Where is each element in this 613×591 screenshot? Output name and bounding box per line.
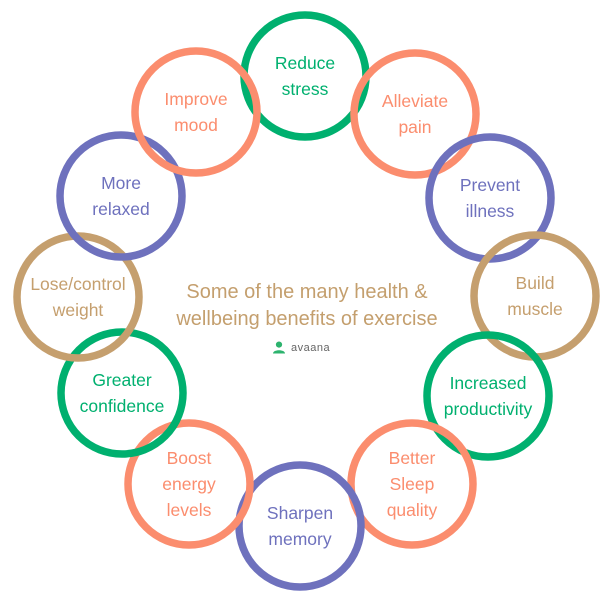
benefit-circle-alleviate-pain (350, 49, 480, 179)
benefit-circle-increased-productivity (423, 331, 553, 461)
benefit-circle-reduce-stress (240, 11, 370, 141)
brand-logo: avaana (272, 341, 330, 354)
benefit-circle-better-sleep-quality (347, 419, 477, 549)
avaana-logo-icon (273, 341, 285, 354)
title-line-1: Some of the many health & (186, 281, 428, 303)
benefit-circle-boost-energy-levels (124, 419, 254, 549)
benefit-circle-greater-confidence (57, 328, 187, 458)
title-line-2: wellbeing benefits of exercise (176, 308, 438, 330)
benefit-circle-sharpen-memory (235, 461, 365, 591)
diagram-title: Some of the many health & wellbeing bene… (176, 279, 437, 333)
benefit-circle-more-relaxed (56, 131, 186, 261)
benefit-circle-prevent-illness (425, 133, 555, 263)
benefit-circle-improve-mood (131, 47, 261, 177)
brand-name: avaana (291, 341, 331, 354)
